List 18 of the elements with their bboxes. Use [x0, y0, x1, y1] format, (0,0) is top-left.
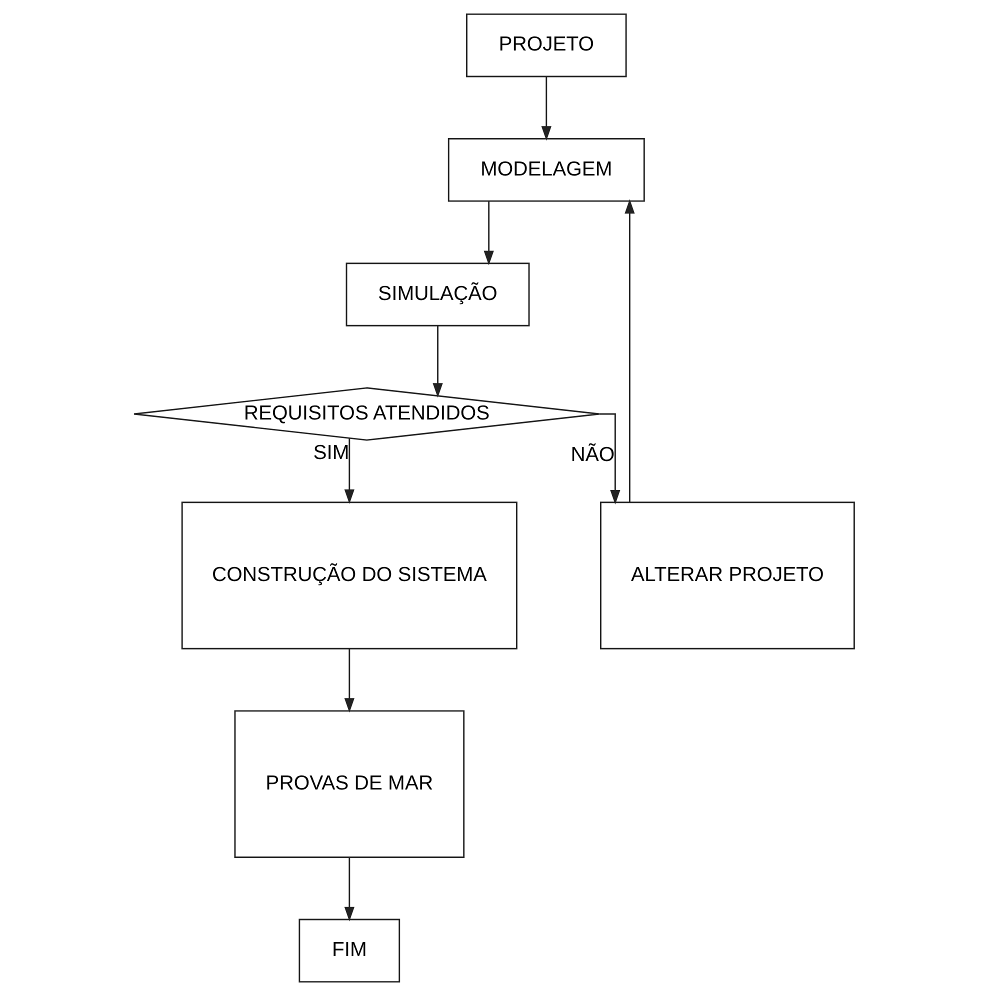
arrow: [624, 199, 635, 502]
arrow: [541, 76, 552, 141]
arrow: [344, 858, 354, 922]
edge-label: NÃO: [570, 444, 615, 466]
arrow: [344, 438, 354, 504]
arrow: [432, 326, 443, 398]
node-box: PROVAS DE MAR: [234, 710, 465, 858]
arrow: [484, 201, 494, 266]
node-box: ALTERAR PROJETO: [600, 502, 855, 650]
node-box: MODELAGEM: [448, 138, 645, 202]
arrow: [600, 413, 620, 504]
arrow: [344, 649, 354, 713]
node-box: CONSTRUÇÃO DO SISTEMA: [181, 502, 518, 650]
edge-label: SIM: [313, 442, 350, 464]
node-box: SIMULAÇÃO: [346, 262, 530, 326]
node-diamond: REQUISITOS ATENDIDOS: [133, 387, 600, 441]
node-box: PROJETO: [466, 13, 627, 78]
node-box: FIM: [298, 918, 400, 983]
